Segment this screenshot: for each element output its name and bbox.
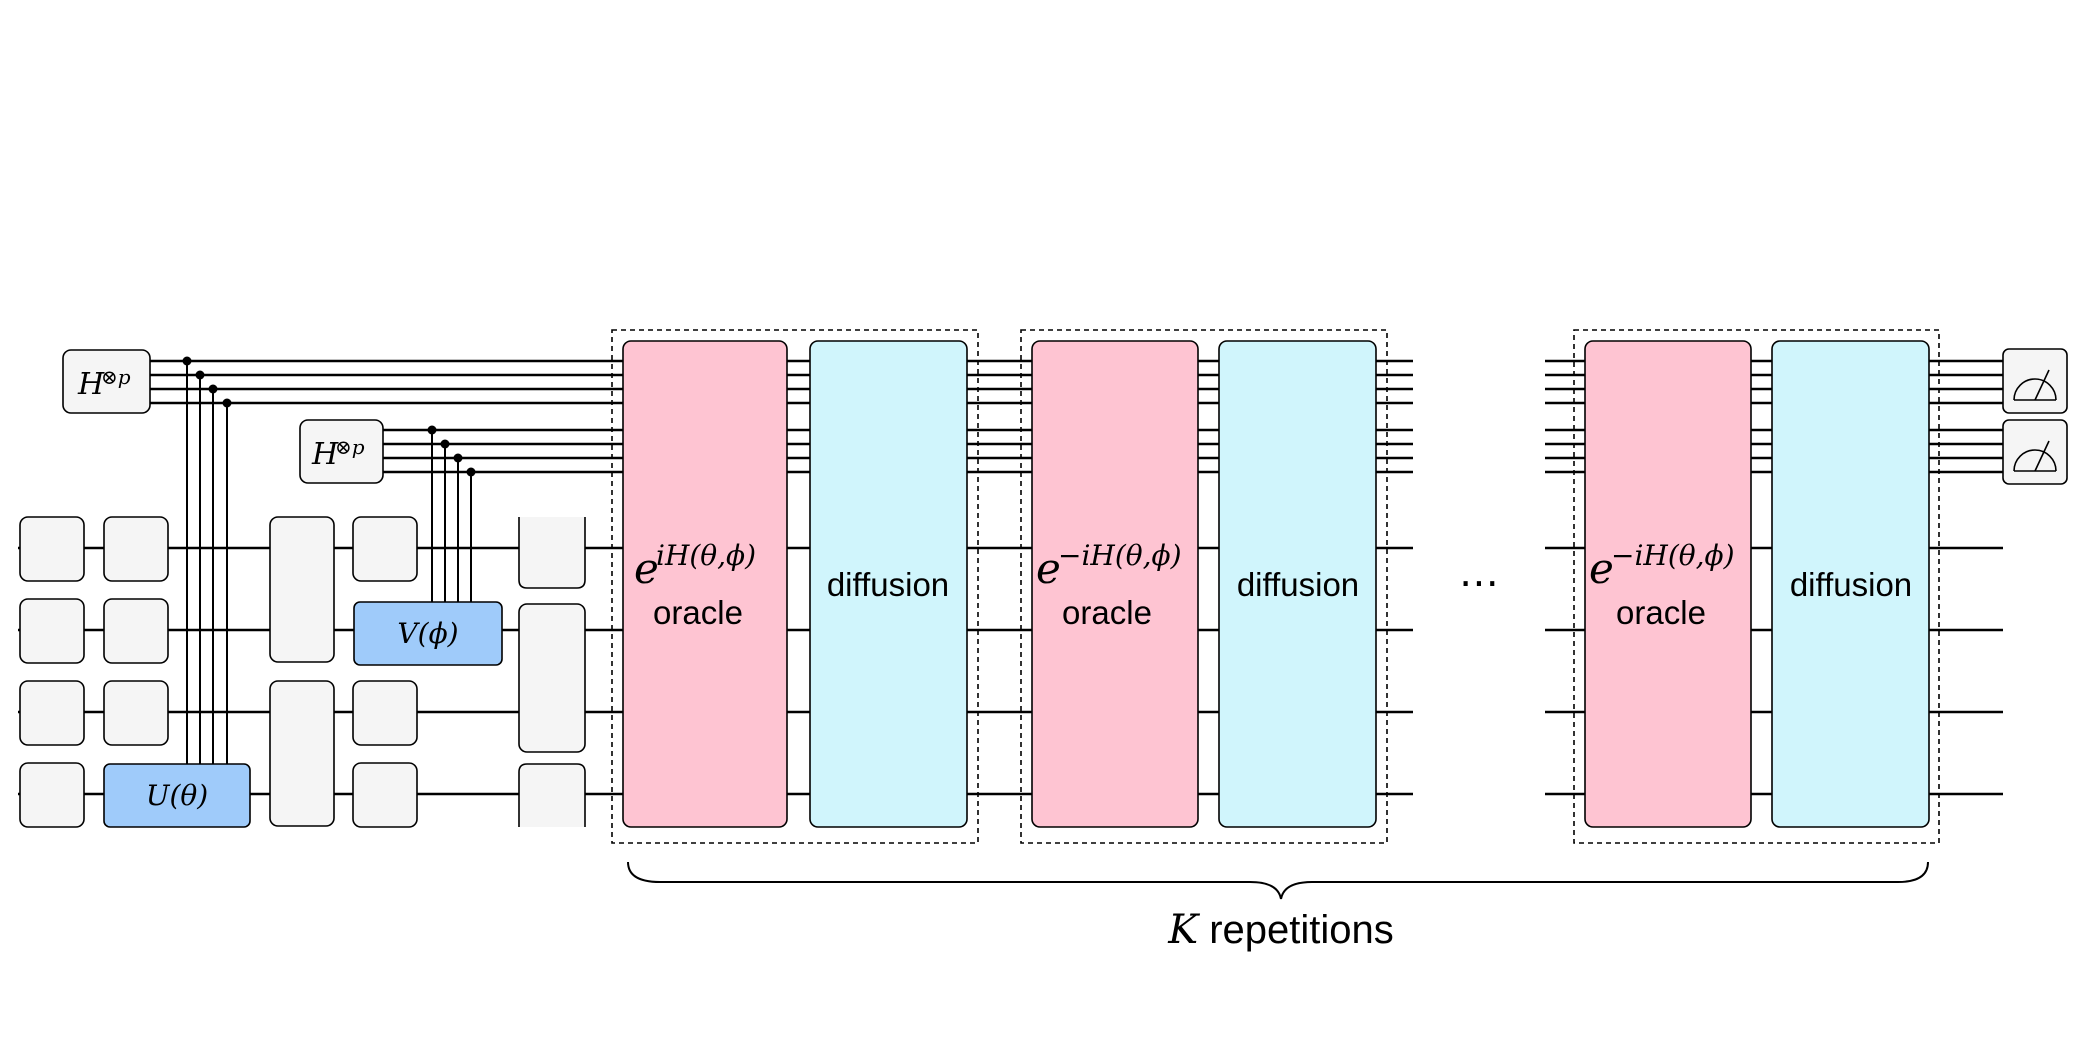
u-gate: U(θ) [103,763,251,828]
meter-arc-icon [2013,378,2057,401]
gate-box [103,516,169,582]
block-frame [1020,329,1388,844]
svg-text:K repetitions: K repetitions [1167,907,1394,953]
measurement-b [2002,419,2068,485]
exp-sup: −iH(θ,ϕ) [1611,539,1735,572]
meter-arc-icon [2013,449,2057,472]
oracle-label: oracle [1616,594,1706,631]
oracle-box [622,340,788,828]
control-dot [182,356,192,366]
diffusion-box [1218,340,1377,828]
control-dot [453,453,463,463]
gate-box-tall [269,516,335,663]
control-dot [208,384,218,394]
repetition-block-3: e −iH(θ,ϕ) oracle diffusion [1573,329,1940,844]
v-gate: V(ϕ) [353,601,503,666]
repetitions-var: K [1167,907,1200,953]
control-dot [222,398,232,408]
gate-box [19,516,85,582]
repetition-block-2: e −iH(θ,ϕ) oracle diffusion [1020,329,1388,844]
v-controls [427,425,476,602]
diffusion-label: diffusion [1790,566,1912,603]
gate-box-partial [518,517,586,589]
gate-box [352,516,418,582]
repetitions-label: K repetitions [1167,907,1394,953]
control-dot [440,439,450,449]
u-controls [182,356,232,764]
hadamard-sup: ⊗p [101,365,131,389]
exp-base: e [1036,544,1061,593]
exp-sup: iH(θ,ϕ) [656,539,756,572]
hadamard-sup: ⊗p [335,435,365,459]
gate-box-partial [518,763,586,827]
hadamard-base: H [77,367,105,402]
diffusion-box [809,340,968,828]
gate-box [19,598,85,664]
gate-box-tall [518,603,586,753]
oracle-box [1031,340,1199,828]
oracle-label: oracle [653,594,743,631]
measurement-a [2002,348,2068,414]
block-frame [611,329,979,844]
hadamard-base: H [311,437,339,472]
gate-box [352,762,418,828]
control-dot [466,467,476,477]
u-gate-label: U(θ) [146,779,208,812]
meter-needle-icon [2034,369,2050,401]
prep-gates [19,516,586,828]
block-frame [1573,329,1940,844]
hadamard-gate-a: H ⊗p [62,349,151,414]
diffusion-label: diffusion [1237,566,1359,603]
control-dot [427,425,437,435]
exp-base: e [1589,544,1614,593]
oracle-box [1584,340,1752,828]
diffusion-label: diffusion [827,566,949,603]
exp-base: e [634,544,659,593]
diffusion-box [1771,340,1930,828]
repetition-block-1: e iH(θ,ϕ) oracle diffusion [611,329,979,844]
gate-box [19,680,85,746]
hadamard-gate-b: H ⊗p [299,419,384,484]
exp-sup: −iH(θ,ϕ) [1058,539,1182,572]
gate-box-tall [269,680,335,827]
meter-needle-icon [2034,440,2050,472]
repetitions-text: repetitions [1198,908,1394,952]
v-gate-label: V(ϕ) [397,617,458,650]
ellipsis: ⋯ [1459,561,1499,605]
oracle-label: oracle [1062,594,1152,631]
control-dot [195,370,205,380]
gate-box [103,598,169,664]
gate-box [103,680,169,746]
repetition-brace [627,861,1929,900]
gate-box [19,762,85,828]
gate-box [352,680,418,746]
